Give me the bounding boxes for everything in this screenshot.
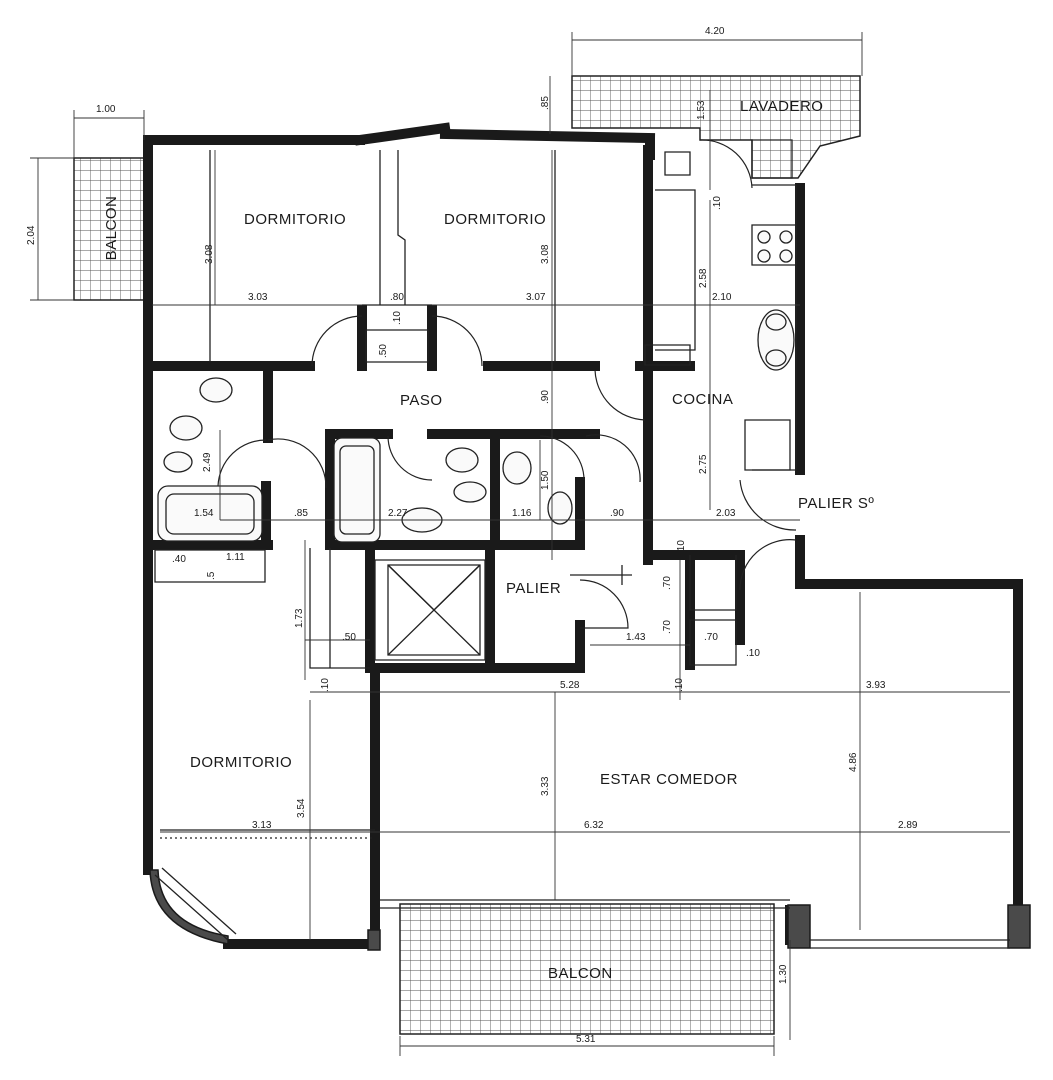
dim-label: .10 (676, 540, 687, 554)
dim-label: 1.73 (294, 608, 305, 628)
room-label-paso: PASO (400, 392, 443, 409)
dim-label: 5.28 (560, 680, 580, 691)
dimension-lines (30, 32, 1010, 1056)
dim-label: 3.07 (526, 292, 546, 303)
balcon-left-area (73, 157, 145, 301)
interior-walls (147, 145, 745, 673)
dim-label: .10 (674, 678, 685, 692)
dim-label: 4.86 (848, 752, 859, 772)
dim-label: .85 (540, 96, 551, 110)
room-labels: DORMITORIO DORMITORIO PASO COCINA LAVADE… (103, 98, 874, 982)
dim-label: 4.20 (705, 26, 725, 37)
dim-label: 2.04 (26, 225, 37, 245)
dim-label: 2.75 (698, 454, 709, 474)
dim-label: 1.16 (512, 508, 532, 519)
room-label-estar-comedor: ESTAR COMEDOR (600, 771, 738, 788)
dim-label: .10 (712, 196, 723, 210)
dim-label: .5 (206, 571, 217, 580)
room-label-dormitorio-3: DORMITORIO (190, 754, 292, 771)
room-label-palier: PALIER (506, 580, 561, 597)
dim-label: .70 (704, 632, 718, 643)
dim-label: .70 (662, 620, 673, 634)
dim-label: 2.03 (716, 508, 736, 519)
sink-right-bath (502, 451, 532, 485)
room-label-dormitorio-2: DORMITORIO (444, 211, 546, 228)
dim-label: .90 (610, 508, 624, 519)
room-label-balcon-bottom: BALCON (548, 965, 613, 982)
toilet-left (169, 415, 203, 441)
room-label-cocina: COCINA (672, 391, 733, 408)
dim-label: .10 (746, 648, 760, 659)
dim-label: 2.58 (698, 268, 709, 288)
dim-label: .10 (392, 311, 403, 325)
dim-label: .10 (320, 678, 331, 692)
dim-label: 1.43 (626, 632, 646, 643)
dim-label: .90 (540, 390, 551, 404)
dim-label: 1.53 (696, 100, 707, 120)
dim-label: 2.49 (202, 452, 213, 472)
dim-label: 5.31 (576, 1034, 596, 1045)
dim-label: 2.27 (388, 508, 408, 519)
partitions (154, 139, 1010, 949)
dim-label: 1.50 (540, 470, 551, 490)
lavadero-area (571, 75, 861, 179)
room-label-lavadero: LAVADERO (740, 98, 823, 115)
doors (217, 139, 797, 629)
toilet-center (445, 447, 479, 473)
fixtures (157, 230, 795, 543)
dim-label: .70 (662, 576, 673, 590)
dim-label: 6.32 (584, 820, 604, 831)
dim-label: .85 (294, 508, 308, 519)
dim-label: 1.11 (226, 552, 245, 563)
dim-label: .50 (378, 344, 389, 358)
dim-label: 3.08 (540, 244, 551, 264)
dim-label: 3.54 (296, 798, 307, 818)
dim-label: 1.54 (194, 508, 214, 519)
dim-label: 3.03 (248, 292, 268, 303)
dim-label: .40 (172, 554, 186, 565)
dim-label: 3.93 (866, 680, 886, 691)
room-label-balcon-left: BALCON (103, 196, 120, 261)
dim-label: .80 (390, 292, 404, 303)
dim-label: 3.08 (204, 244, 215, 264)
dim-label: 3.13 (252, 820, 272, 831)
dimension-labels: 4.20 1.00 2.04 .85 1.53 3.08 3.03 .80 .1… (26, 26, 918, 1045)
room-label-palier-s: PALIER Sº (798, 495, 874, 512)
dim-label: 1.30 (778, 964, 789, 984)
room-label-dormitorio-1: DORMITORIO (244, 211, 346, 228)
dim-label: 2.89 (898, 820, 918, 831)
dim-label: 1.00 (96, 104, 116, 115)
balcon-bottom-area (399, 903, 775, 1035)
dim-label: 2.10 (712, 292, 732, 303)
dim-label: .50 (342, 632, 356, 643)
dim-label: 3.33 (540, 776, 551, 796)
